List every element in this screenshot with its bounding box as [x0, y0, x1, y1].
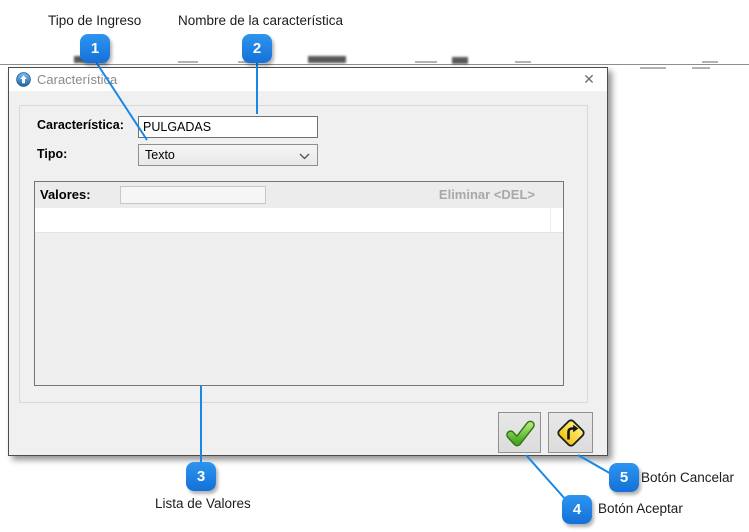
annotation-label-boton-cancelar: Botón Cancelar [641, 470, 735, 485]
green-check-icon [505, 420, 535, 446]
values-list-panel: Valores: Eliminar <DEL> [34, 181, 564, 386]
list-column-separator [550, 208, 551, 232]
background-dash [415, 61, 437, 63]
chevron-down-icon [299, 153, 310, 160]
callout-line-5 [577, 454, 614, 476]
close-icon[interactable]: ✕ [583, 71, 595, 87]
dialog-app-icon [16, 72, 31, 87]
background-dash [640, 67, 666, 69]
new-value-input[interactable] [120, 186, 266, 204]
callout-bubble-4: 4 [562, 495, 592, 524]
callout-bubble-2: 2 [242, 34, 272, 63]
annotation-label-tipo-de-ingreso: Tipo de Ingreso [48, 13, 142, 28]
callout-bubble-5: 5 [609, 463, 639, 492]
valores-label: Valores: [40, 187, 91, 202]
tipo-dropdown-value: Texto [145, 148, 175, 162]
dialog-title: Característica [37, 72, 118, 87]
background-text-fragment [308, 56, 346, 63]
annotation-label-lista-de-valores: Lista de Valores [155, 496, 251, 511]
annotation-label-nombre-caracteristica: Nombre de la característica [178, 13, 344, 28]
background-window-edge [0, 64, 749, 65]
callout-bubble-3: 3 [186, 462, 216, 491]
callout-bubble-1: 1 [80, 34, 110, 63]
delete-hint-label: Eliminar <DEL> [438, 187, 535, 202]
tipo-field-label: Tipo: [37, 147, 68, 161]
annotation-label-boton-aceptar: Botón Aceptar [598, 501, 683, 516]
background-dash [238, 61, 252, 63]
values-header: Valores: Eliminar <DEL> [35, 182, 563, 208]
background-dash [702, 61, 718, 63]
aceptar-button[interactable] [498, 412, 541, 453]
yellow-turn-sign-icon [556, 418, 585, 447]
tipo-dropdown[interactable]: Texto [138, 144, 318, 166]
background-text-fragment [452, 57, 468, 64]
background-dash [515, 61, 531, 63]
caracteristica-field-label: Característica: [37, 118, 124, 132]
dialog-titlebar[interactable]: Característica ✕ [9, 68, 607, 91]
caracteristica-input[interactable] [138, 116, 318, 138]
values-list-empty-row[interactable] [35, 208, 563, 233]
cancelar-button[interactable] [548, 412, 593, 453]
caracteristica-dialog: Característica ✕ Característica: Tipo: T… [8, 67, 608, 456]
background-dash [178, 61, 198, 63]
callout-line-4 [525, 454, 567, 501]
background-dash [692, 67, 710, 69]
